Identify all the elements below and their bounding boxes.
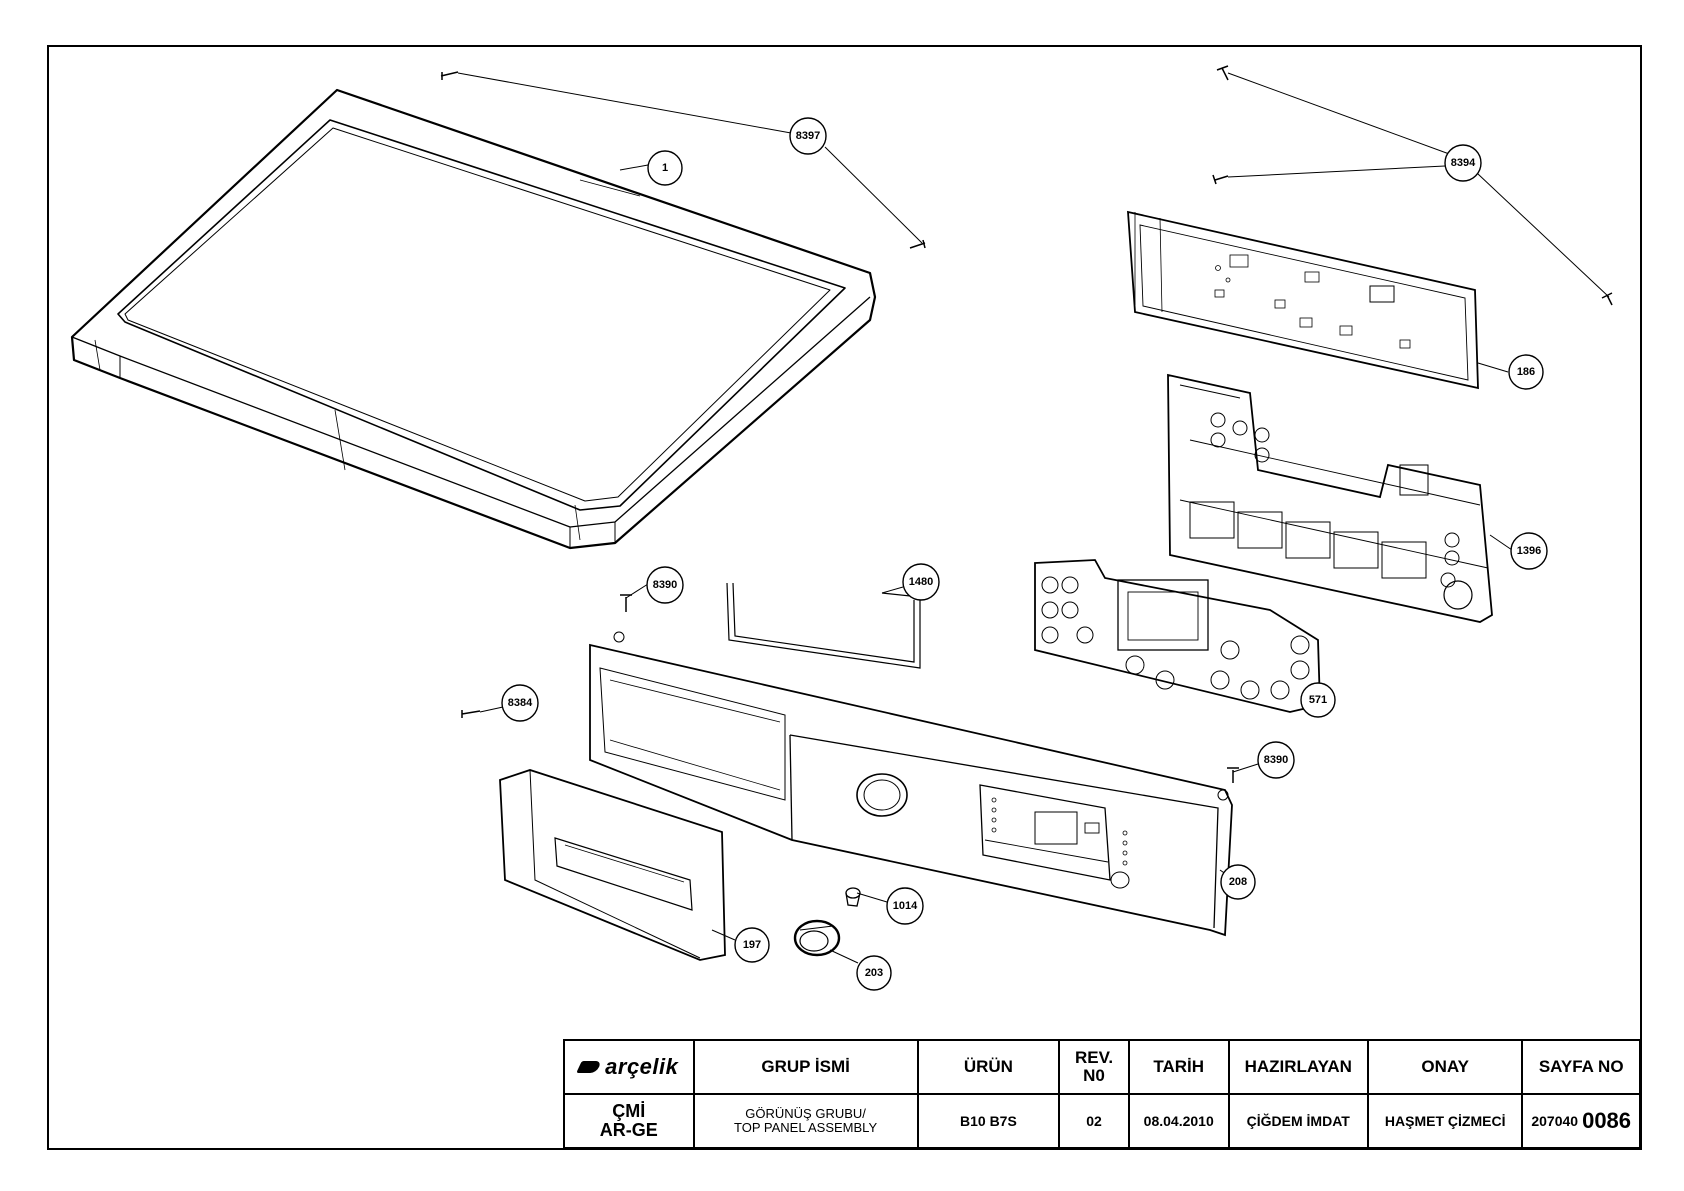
- callout-label: 1396: [1517, 545, 1541, 557]
- display-frame-part: [1034, 559, 1321, 713]
- screw-8397-right: [909, 239, 926, 249]
- screw-8390-right: [1227, 767, 1239, 783]
- screws: [440, 65, 1613, 783]
- drawing-frame: [47, 45, 1642, 1150]
- rev-value: 02: [1060, 1095, 1130, 1147]
- group-name-line2: TOP PANEL ASSEMBLY: [734, 1120, 878, 1135]
- callout-label: 208: [1229, 876, 1247, 888]
- title-block: arçelik GRUP İSMİ ÜRÜN REV. N0 TARİH HAZ…: [563, 1039, 1641, 1149]
- callout-label: 1014: [893, 900, 918, 912]
- control-panel-part: [589, 631, 1233, 937]
- page-number-prefix: 207040: [1531, 1112, 1579, 1129]
- callout-1396: [1510, 532, 1548, 570]
- arcelik-logo: arçelik: [565, 1041, 695, 1093]
- department-line2: AR-GE: [599, 1120, 658, 1140]
- callout-label: 8384: [508, 697, 533, 709]
- approval-value: HAŞMET ÇİZMECİ: [1369, 1095, 1524, 1147]
- selector-knob-part: [793, 919, 841, 957]
- prepared-value: ÇİĞDEM İMDAT: [1230, 1095, 1369, 1147]
- page-number-main: 0086: [1582, 1108, 1632, 1134]
- callout-label: 8394: [1451, 157, 1476, 169]
- callout-8394: [1444, 144, 1482, 182]
- group-name-line1: GÖRÜNÜŞ GRUBU/: [745, 1106, 866, 1122]
- rev-header: REV. N0: [1060, 1041, 1130, 1093]
- rev-header-line2: N0: [1083, 1066, 1105, 1085]
- prepared-header: HAZIRLAYAN: [1230, 1041, 1369, 1093]
- screw-8394-mid: [1212, 174, 1229, 185]
- group-header: GRUP İSMİ: [695, 1041, 919, 1093]
- approval-header: ONAY: [1369, 1041, 1524, 1093]
- callout-1480: [902, 563, 940, 601]
- product-header: ÜRÜN: [919, 1041, 1061, 1093]
- date-value: 08.04.2010: [1130, 1095, 1230, 1147]
- top-lid-part: [70, 88, 877, 550]
- screw-8384: [461, 710, 481, 718]
- callout-label: 8390: [1264, 754, 1288, 766]
- callout-label: 8397: [796, 130, 820, 142]
- callout-186: [1508, 354, 1544, 390]
- callout-label: 197: [743, 939, 761, 951]
- callout-label: 203: [865, 967, 883, 979]
- button-holder-part: [1167, 373, 1493, 623]
- callout-571: [1300, 682, 1336, 718]
- callout-label: 8390: [653, 579, 677, 591]
- callout-203: [856, 955, 892, 991]
- callout-label: 1: [662, 162, 668, 174]
- callout-8397: [789, 117, 827, 155]
- arcelik-logo-mark-icon: [576, 1061, 602, 1073]
- group-name: GÖRÜNÜŞ GRUBU/ TOP PANEL ASSEMBLY: [695, 1095, 919, 1147]
- callout-1: [647, 150, 683, 186]
- date-header: TARİH: [1130, 1041, 1230, 1093]
- screw-8397-left: [440, 71, 459, 80]
- department-line1: ÇMİ: [612, 1101, 646, 1122]
- callout-208: [1220, 864, 1256, 900]
- callout-8390-right: [1257, 741, 1295, 779]
- title-block-value-row: ÇMİ AR-GE GÖRÜNÜŞ GRUBU/ TOP PANEL ASSEM…: [565, 1095, 1639, 1147]
- light-pipe-part: [726, 582, 921, 669]
- department: ÇMİ AR-GE: [565, 1095, 695, 1147]
- callout-197: [734, 927, 770, 963]
- product-value: B10 B7S: [919, 1095, 1061, 1147]
- callout-8390-left: [646, 566, 684, 604]
- callout-8384: [501, 684, 539, 722]
- callout-label: 1480: [909, 576, 933, 588]
- screw-8394-top: [1216, 65, 1229, 81]
- button-part: [845, 887, 861, 907]
- drawer-handle-part: [499, 769, 726, 961]
- rev-header-line1: REV.: [1074, 1048, 1114, 1068]
- control-board-part: [1127, 210, 1479, 390]
- logo-text: arçelik: [605, 1054, 679, 1080]
- title-block-header-row: arçelik GRUP İSMİ ÜRÜN REV. N0 TARİH HAZ…: [565, 1041, 1639, 1095]
- callout-balloons: [501, 117, 1548, 991]
- callout-1014: [886, 887, 924, 925]
- callout-label: 186: [1517, 366, 1535, 378]
- page-header: SAYFA NO: [1538, 1057, 1624, 1077]
- callout-label: 571: [1309, 694, 1327, 706]
